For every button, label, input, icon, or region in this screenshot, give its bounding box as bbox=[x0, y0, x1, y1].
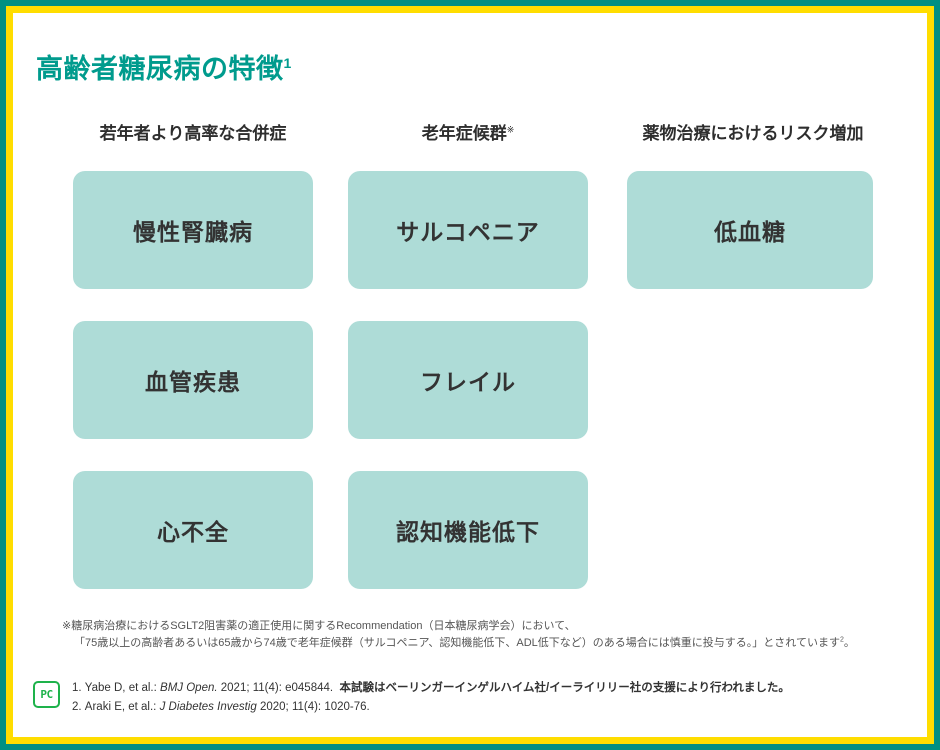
box-sarcopenia: サルコペニア bbox=[348, 171, 588, 289]
reference-item-2: 2. Araki E, et al.: J Diabetes Investig … bbox=[72, 698, 790, 717]
footnote-line-2-text: 「75歳以上の高齢者あるいは65歳から74歳で老年症候群（サルコペニア、認知機能… bbox=[74, 637, 840, 650]
footnote-line-2-suffix: 。 bbox=[843, 637, 855, 650]
box-frailty: フレイル bbox=[348, 321, 588, 439]
footnote-block: ※糖尿病治療におけるSGLT2阻害薬の適正使用に関するRecommendatio… bbox=[62, 618, 912, 652]
reference-1-number: 1. bbox=[72, 682, 82, 694]
box-label: 認知機能低下 bbox=[396, 519, 540, 545]
pc-logo-text: PC bbox=[40, 688, 53, 701]
references-block: PC 1. Yabe D, et al.: BMJ Open. 2021; 11… bbox=[33, 679, 913, 717]
column-header-geriatric-syndrome-mark: ※ bbox=[506, 124, 515, 135]
footnote-line-1: ※糖尿病治療におけるSGLT2阻害薬の適正使用に関するRecommendatio… bbox=[62, 620, 576, 632]
reference-2-journal: J Diabetes Investig bbox=[159, 700, 257, 713]
box-label: フレイル bbox=[420, 369, 516, 395]
column-header-geriatric-syndrome: 老年症候群※ bbox=[348, 119, 588, 144]
box-heart-failure: 心不全 bbox=[73, 471, 313, 589]
reference-2-authors: Araki E, et al.: bbox=[84, 700, 157, 713]
box-label: 慢性腎臓病 bbox=[133, 219, 253, 245]
box-hypoglycemia: 低血糖 bbox=[627, 171, 873, 289]
reference-1-journal: BMJ Open. bbox=[160, 682, 218, 694]
pc-logo-icon: PC bbox=[33, 681, 60, 708]
reference-2-number: 2. bbox=[72, 700, 82, 713]
column-header-drug-risk-label: 薬物治療におけるリスク増加 bbox=[642, 124, 864, 143]
box-label: 心不全 bbox=[157, 519, 229, 545]
column-header-drug-risk: 薬物治療におけるリスク増加 bbox=[608, 119, 898, 144]
column-header-row: 若年者より高率な合併症 老年症候群※ 薬物治療におけるリスク増加 bbox=[13, 119, 927, 145]
footnote-line-2: 「75歳以上の高齢者あるいは65歳から74歳で老年症候群（サルコペニア、認知機能… bbox=[62, 635, 912, 652]
page-title: 高齢者糖尿病の特徴1 bbox=[36, 47, 292, 86]
box-label: サルコペニア bbox=[396, 219, 540, 245]
box-chronic-kidney-disease: 慢性腎臓病 bbox=[73, 171, 313, 289]
page-title-superscript: 1 bbox=[283, 55, 292, 71]
box-label: 血管疾患 bbox=[145, 369, 241, 395]
reference-1-note: 本試験はベーリンガーインゲルハイム社/イーライリリー社の支援により行われました。 bbox=[339, 682, 790, 694]
reference-1-citation: 2021; 11(4): e045844. bbox=[220, 682, 334, 694]
reference-2-citation: 2020; 11(4): 1020-76. bbox=[259, 700, 370, 713]
page-title-text: 高齢者糖尿病の特徴 bbox=[36, 54, 284, 84]
box-vascular-disease: 血管疾患 bbox=[73, 321, 313, 439]
reference-item-1: 1. Yabe D, et al.: BMJ Open. 2021; 11(4)… bbox=[72, 679, 790, 698]
references-list: 1. Yabe D, et al.: BMJ Open. 2021; 11(4)… bbox=[72, 679, 790, 717]
slide-canvas: 高齢者糖尿病の特徴1 若年者より高率な合併症 老年症候群※ 薬物治療におけるリス… bbox=[13, 13, 927, 737]
reference-1-authors: Yabe D, et al.: bbox=[84, 682, 157, 694]
column-header-complications-label: 若年者より高率な合併症 bbox=[99, 124, 287, 143]
box-cognitive-decline: 認知機能低下 bbox=[348, 471, 588, 589]
column-header-complications: 若年者より高率な合併症 bbox=[73, 119, 313, 144]
box-label: 低血糖 bbox=[714, 219, 786, 245]
footnote-line-2-superscript: 2 bbox=[839, 636, 844, 644]
column-header-geriatric-syndrome-label: 老年症候群 bbox=[421, 124, 507, 143]
